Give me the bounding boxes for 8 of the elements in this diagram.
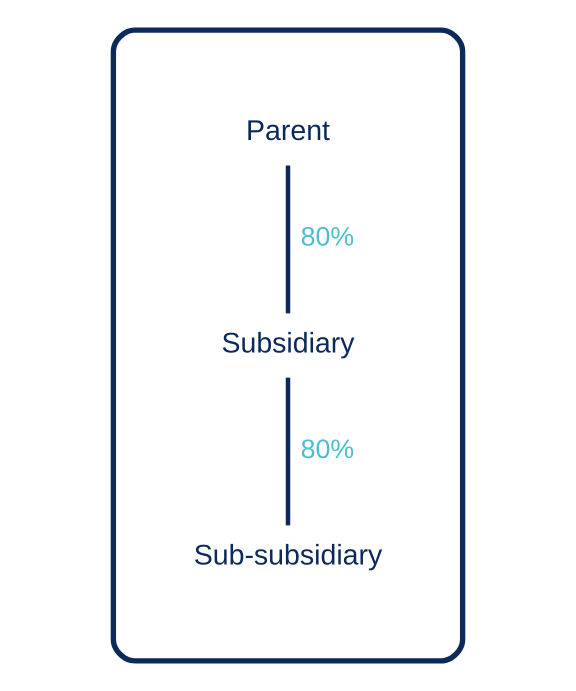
connector [286,378,290,526]
edge-label: 80% [300,222,354,252]
node-text: Subsidiary [221,327,355,360]
node-text: Parent [246,115,330,148]
cluster [110,27,466,664]
edge-label: 80% [300,434,354,464]
node-text: Sub-subsidiary [194,539,382,572]
connector [286,166,290,314]
